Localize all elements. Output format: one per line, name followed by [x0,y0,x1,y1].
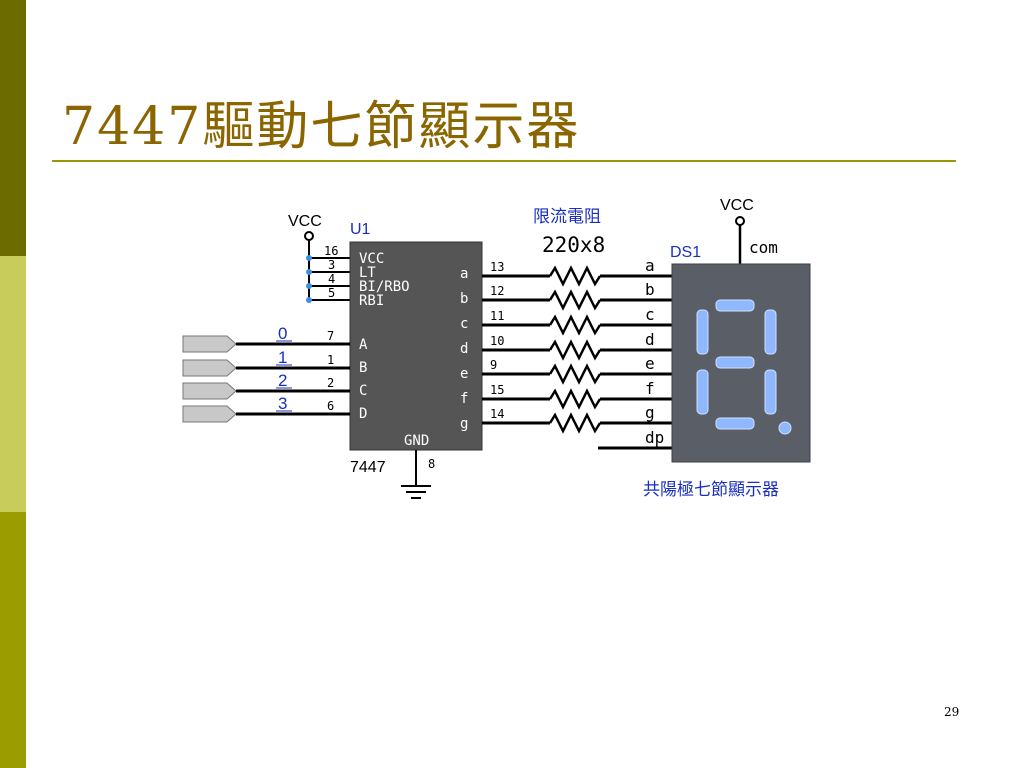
chip-pin-name: LT [359,265,376,281]
page-number: 29 [944,705,960,719]
output-pin-number: 12 [490,284,504,298]
resistor-zigzag [548,339,602,361]
segment-label: f [645,379,655,398]
resistor-value: 220x8 [542,233,605,257]
input-bit-label: 2 [278,371,287,390]
control-pins: 16 3 4 5 [306,244,350,303]
output-lines: 13 a 12 b 11 c 10 d 9 [482,256,672,450]
chip-pin-name: C [359,383,367,399]
chip-pin-name: f [460,391,468,407]
input-connector [182,359,237,377]
input-bit-label: 1 [278,348,287,367]
chip-pin-name: VCC [359,251,384,267]
chip-pin-name: BI/RBO [359,279,410,295]
bar-segment-light [0,256,26,512]
output-pin-number: 15 [490,383,504,397]
chip-7447-body [349,241,483,451]
segment-label: a [645,256,655,275]
junction-dot [306,269,312,275]
chip-pin-name: a [460,266,468,282]
segment-label: g [645,403,655,422]
display-segments [696,299,792,435]
output-g: 14 g [482,403,672,434]
vcc-right-label: VCC [720,197,754,214]
input-connector [182,405,237,423]
chip-pin-name: A [359,337,368,353]
dp-label: dp [645,428,664,447]
output-pin-number: 10 [490,334,504,348]
output-d: 10 d [482,330,672,361]
ds1-label: DS1 [670,244,701,261]
junction-dot [306,297,312,303]
input-pin-number: 7 [327,329,334,343]
segment-d [715,417,755,430]
pin-number: 3 [328,258,335,272]
pin-number: 5 [328,286,335,300]
chip-pin-name: g [460,416,468,432]
resistor-zigzag [548,388,602,410]
output-pin-number: 9 [490,358,497,372]
pin-number: 16 [324,244,338,258]
com-label: com [749,238,778,257]
chip-pin-name: e [460,366,468,382]
output-pin-number: 14 [490,407,504,421]
output-pin-number: 11 [490,309,504,323]
segment-c [764,369,777,415]
junction-dot [306,283,312,289]
display-caption: 共陽極七節顯示器 [643,480,779,499]
u1-label: U1 [350,221,371,238]
vcc-left-terminal [304,231,314,241]
chip-pin-name: b [460,291,468,307]
segment-dp [778,421,792,435]
segment-a [715,299,755,312]
resistor-zigzag [548,412,602,434]
output-a: 13 a [482,256,672,287]
junction-dot [306,255,312,261]
chip-pin-name: d [460,341,468,357]
input-pin-number: 1 [327,353,334,367]
segment-e [696,369,709,415]
slide-title: 7447驅動七節顯示器 [62,97,581,157]
input-connector [182,382,237,400]
input-connector [182,335,237,353]
output-b: 12 b [482,280,672,311]
chip-pin-name: c [460,316,468,332]
input-bit-label: 3 [278,394,287,413]
left-decorative-bar [0,0,26,768]
vcc-right-terminal [735,216,745,226]
resistor-zigzag [548,289,602,311]
bar-segment-dark [0,0,26,256]
gnd-pin-number: 8 [428,457,435,471]
input-pin-number: 6 [327,399,334,413]
resistor-title: 限流電阻 [533,207,601,226]
chip-pin-name: D [359,406,367,422]
input-pin-number: 2 [327,376,334,390]
segment-b [764,309,777,355]
output-c: 11 c [482,305,672,336]
input-lines: 0 1 2 3 7 1 2 6 [182,324,350,423]
pin-number: 4 [328,272,335,286]
output-f: 15 f [482,379,672,410]
chip-gnd-label: GND [404,433,429,449]
chip-pin-names: VCC LT BI/RBO RBI A B C D a b c d e f g … [359,251,468,449]
resistor-zigzag [548,363,602,385]
segment-g [715,356,755,369]
output-pin-number: 13 [490,260,504,274]
resistor-zigzag [548,265,602,287]
segment-label: c [645,305,655,324]
segment-label: d [645,330,655,349]
segment-f [696,309,709,355]
chip-pin-name: B [359,360,367,376]
title-underline [52,160,956,162]
resistor-zigzag [548,314,602,336]
segment-label: e [645,354,655,373]
chip-pin-name: RBI [359,293,384,309]
segment-label: b [645,280,655,299]
vcc-left-label: VCC [288,213,322,230]
input-bit-label: 0 [278,324,287,343]
output-e: 9 e [482,354,672,385]
bar-segment-olive [0,512,26,768]
chip-name-label: 7447 [350,459,386,476]
